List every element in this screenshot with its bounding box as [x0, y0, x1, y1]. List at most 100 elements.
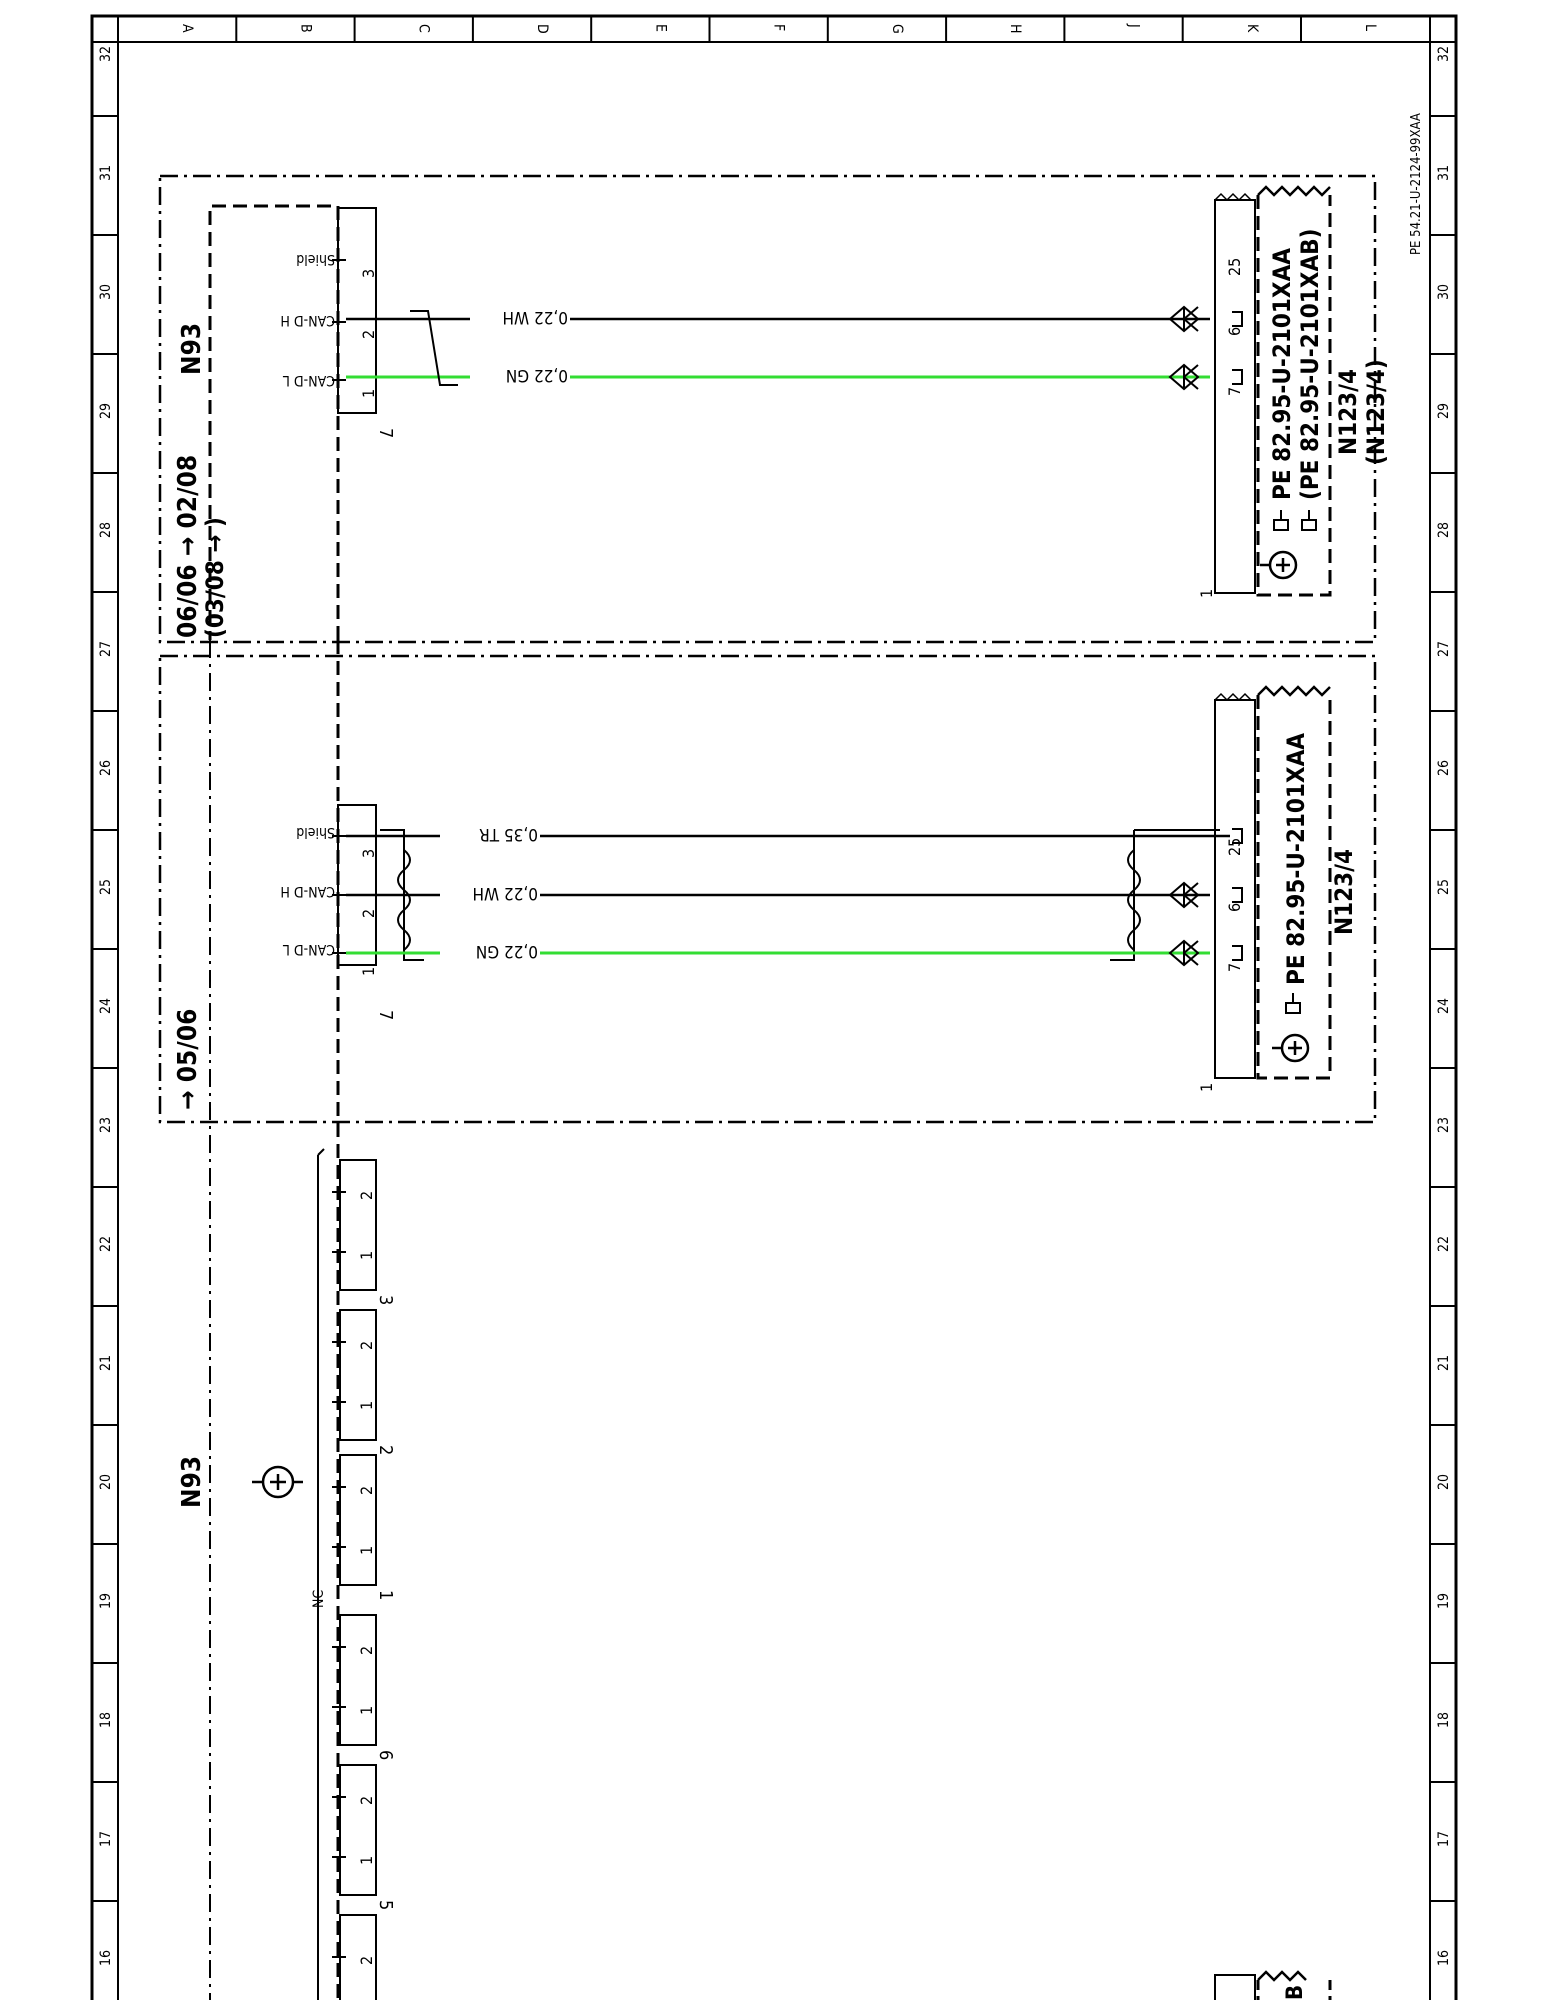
lower-wire-label-gn: 0,22 GN [476, 941, 538, 961]
column-grid-ticks [235, 16, 1302, 42]
row-label-25-right: 25 [1436, 879, 1452, 895]
lower-wire-label-tr: 0,35 TR [479, 824, 538, 844]
lower-variant: → 05/06 7 3 2 1 Shield CAN-D H CAN-D L 0… [158, 654, 1377, 1124]
row-label-20-left: 20 [98, 1474, 114, 1490]
main-connector-3-number: 3 [375, 1295, 396, 1305]
main-component-label: N93 [177, 1456, 207, 1508]
lower-far-pin-25: 25 [1225, 838, 1244, 856]
lower-ref-1: PE 82.95-U-2101XAA [1282, 733, 1310, 985]
row-label-27-left: 27 [98, 641, 114, 657]
row-label-22-right: 22 [1436, 1236, 1452, 1252]
main-connector-5-pin-1: 1 [357, 1856, 376, 1865]
row-label-18-left: 18 [98, 1712, 114, 1728]
column-label-h: H [1007, 24, 1023, 33]
main-connector-2: 122 [332, 1309, 396, 1455]
column-label-a: A [179, 24, 195, 33]
bottom-right-partial-letter: B [1283, 1985, 1308, 2000]
main-connector-2-pin-1: 1 [357, 1401, 376, 1410]
lower-connector-block [337, 804, 377, 966]
column-label-j: J [1125, 23, 1141, 28]
upper-far-pin-6: 6 [1225, 327, 1244, 336]
column-label-d: D [534, 24, 550, 34]
upper-far-connector-number: 1 [1197, 589, 1216, 598]
main-connector-6: 1 2 6 [332, 1614, 396, 1760]
main-connector-5-number: 5 [375, 1900, 396, 1910]
upper-pin-2: 2 [359, 330, 378, 339]
row-label-25-left: 25 [98, 879, 114, 895]
upper-signal-can-h: CAN-D H [280, 312, 335, 328]
main-connector-6-number: 6 [375, 1750, 396, 1760]
upper-connector-number: 7 [375, 428, 396, 438]
upper-far-pin-25: 25 [1225, 258, 1244, 276]
lower-far-connector [1214, 699, 1256, 1079]
row-label-23-left: 23 [98, 1117, 114, 1133]
main-connector-5: 1 2 5 [332, 1764, 396, 1910]
column-label-c: C [416, 24, 432, 33]
row-label-24-right: 24 [1436, 998, 1452, 1014]
row-label-24-left: 24 [98, 998, 114, 1014]
row-label-27-right: 27 [1436, 641, 1452, 657]
row-label-21-left: 21 [98, 1355, 114, 1371]
column-label-g: G [889, 24, 905, 34]
lower-pin-2: 2 [359, 909, 378, 918]
lower-connector-number: 7 [375, 1010, 396, 1020]
drawing-frame [90, 14, 1458, 2000]
main-connector-1-pin-2: 2 [357, 1486, 376, 1495]
upper-signal-can-l: CAN-D L [283, 372, 335, 388]
upper-variant: N93 06/06 → 02/08 (03/08 → ) 7 3 2 1 Shi… [158, 174, 1390, 644]
row-label-22-left: 22 [98, 1236, 114, 1252]
lower-signal-can-h: CAN-D H [280, 883, 335, 899]
main-connector-1-pin-1: 1 [357, 1546, 376, 1555]
upper-transistor-icon [1260, 550, 1298, 580]
column-label-l: L [1362, 24, 1378, 31]
row-label-32-right: 32 [1436, 46, 1452, 62]
upper-plug-symbols [1168, 305, 1200, 391]
main-connector-3-pin-1: 1 [357, 1251, 376, 1260]
lower-plug-symbols [1168, 881, 1200, 967]
upper-reference-box [1256, 195, 1332, 597]
row-label-30-right: 30 [1436, 284, 1452, 300]
lower-signal-can-l: CAN-D L [283, 941, 335, 957]
row-label-31-right: 31 [1436, 165, 1452, 181]
column-label-e: E [652, 24, 668, 32]
upper-date-range-alt: (03/08 → ) [201, 517, 229, 638]
upper-component-label: N93 [177, 323, 207, 375]
row-label-19-right: 19 [1436, 1593, 1452, 1609]
lower-reference-box [1256, 695, 1332, 1080]
main-connector-6-pin-1: 1 [357, 1706, 376, 1715]
main-connector-5-pin-2: 2 [357, 1796, 376, 1805]
main-nc-label: NC [311, 1590, 327, 1608]
row-label-29-left: 29 [98, 403, 114, 419]
row-label-16-right: 16 [1436, 1950, 1452, 1966]
lower-pin-1: 1 [359, 967, 378, 976]
upper-pointer-icon [1273, 510, 1317, 531]
upper-signal-shield: Shield [296, 251, 335, 267]
row-label-32-left: 32 [98, 46, 114, 62]
lower-far-pin-7: 7 [1225, 963, 1244, 972]
row-label-30-left: 30 [98, 284, 114, 300]
row-label-17-left: 17 [98, 1831, 114, 1847]
upper-wire-label-wh: 0,22 WH [502, 307, 568, 327]
upper-ref-1: PE 82.95-U-2101XAA [1268, 248, 1296, 500]
main-connector-partial: 2 [332, 1914, 377, 2000]
row-label-26-left: 26 [98, 760, 114, 776]
main-connector-2-pin-2: 2 [357, 1341, 376, 1350]
row-label-17-right: 17 [1436, 1831, 1452, 1847]
upper-pin-3: 3 [359, 269, 378, 278]
main-transistor-icon [252, 1465, 303, 1499]
row-label-26-right: 26 [1436, 760, 1452, 776]
upper-variant-frame [158, 174, 1377, 644]
main-connector-6-pin-2: 2 [357, 1646, 376, 1655]
lower-transistor-icon [1272, 1033, 1310, 1063]
lower-wire-label-wh: 0,22 WH [472, 883, 538, 903]
lower-far-pin-6: 6 [1225, 903, 1244, 912]
upper-far-connector [1214, 199, 1256, 594]
lower-variant-frame [158, 654, 1377, 1124]
lower-far-connector-number: 1 [1197, 1083, 1216, 1092]
bottom-right-partial-block: B [1214, 1970, 1332, 2000]
row-label-16-left: 16 [98, 1950, 114, 1966]
main-connector-1-number: 1 [375, 1590, 396, 1600]
